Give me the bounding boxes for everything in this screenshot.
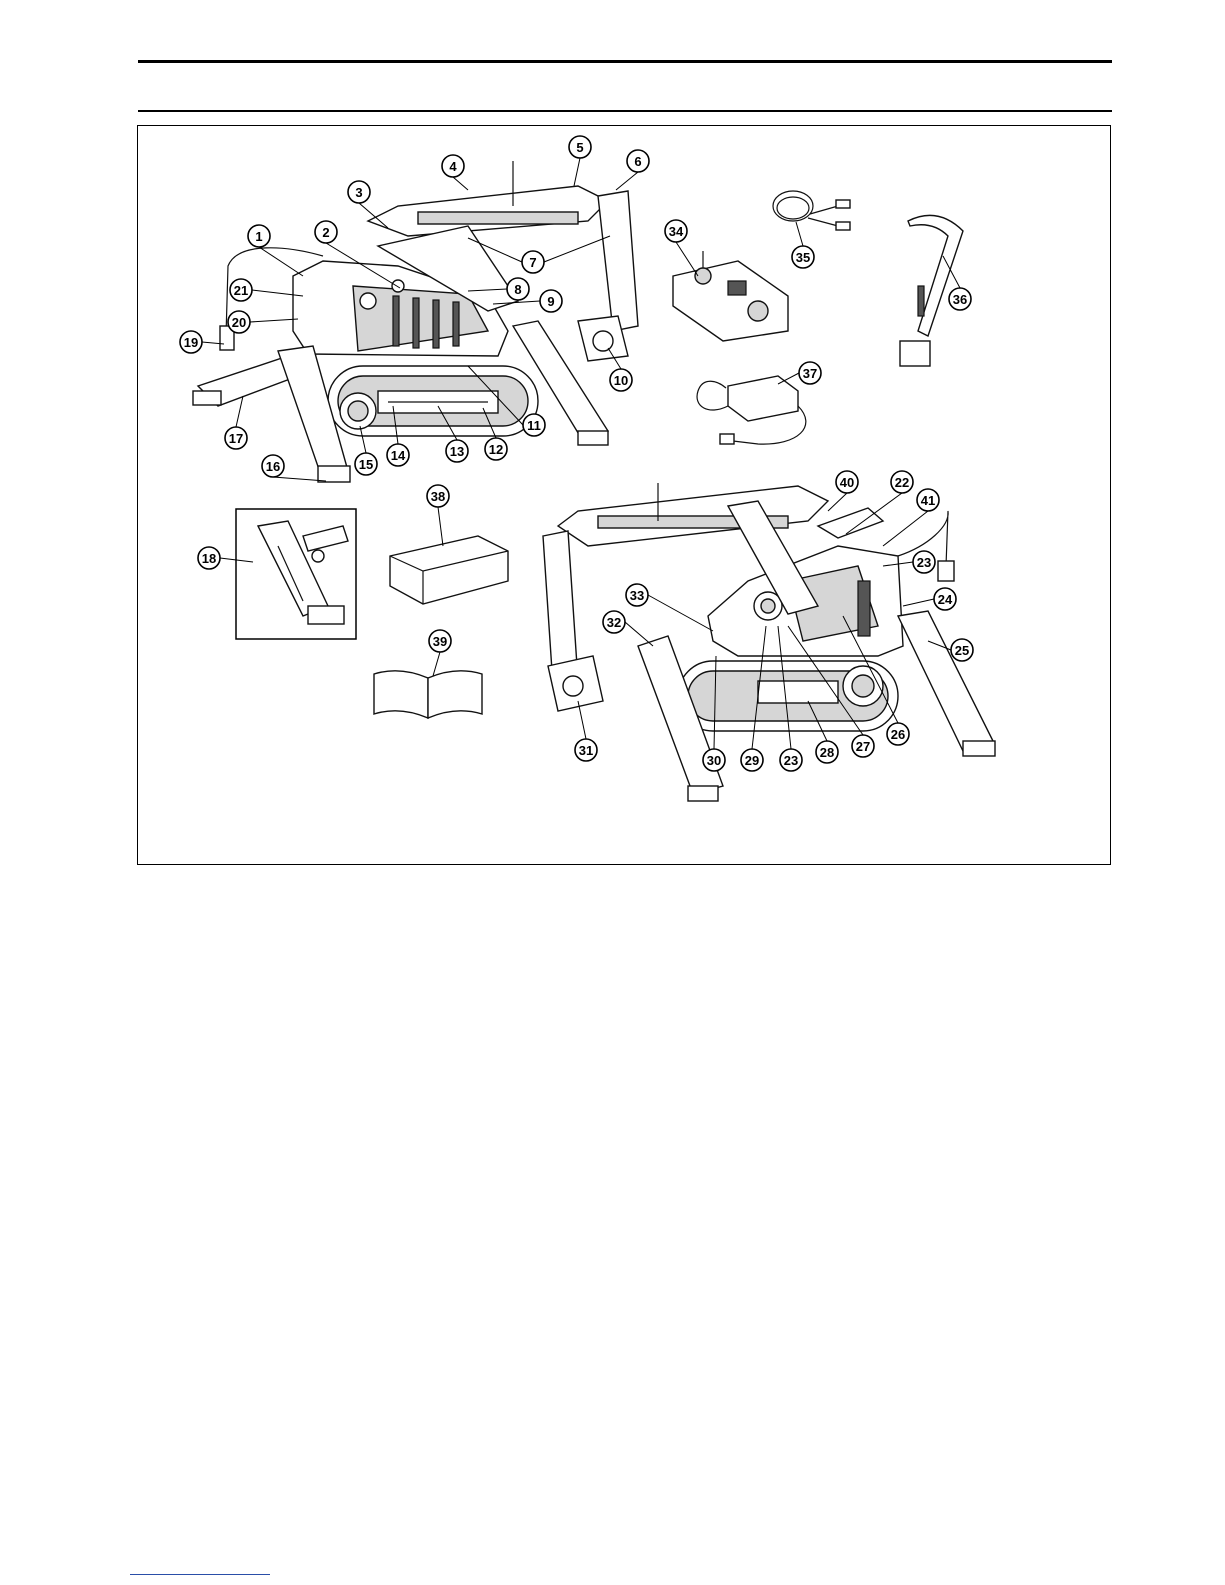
callout-number: 36 (953, 292, 967, 307)
callout-number: 10 (614, 373, 628, 388)
callout-4: 4 (442, 155, 464, 177)
callout-33: 33 (626, 584, 648, 606)
callout-number: 40 (840, 475, 854, 490)
callout-number: 16 (266, 459, 280, 474)
callout-number: 14 (391, 448, 406, 463)
callout-number: 7 (529, 255, 536, 270)
callout-41: 41 (917, 489, 939, 511)
callout-30: 30 (703, 749, 725, 771)
callout-40: 40 (836, 471, 858, 493)
callout-35: 35 (792, 246, 814, 268)
callout-number: 18 (202, 551, 216, 566)
callout-number: 6 (634, 154, 641, 169)
callout-number: 17 (229, 431, 243, 446)
callout-38: 38 (427, 485, 449, 507)
callout-number: 37 (803, 366, 817, 381)
callout-number: 12 (489, 442, 503, 457)
callout-number: 34 (669, 224, 684, 239)
callout-32: 32 (603, 611, 625, 633)
callout-number: 28 (820, 745, 834, 760)
callout-number: 20 (232, 315, 246, 330)
callout-2: 2 (315, 221, 337, 243)
machine-illustration: 1234567891011121314151617181920212223242… (138, 126, 1112, 866)
callout-number: 15 (359, 457, 373, 472)
callout-7: 7 (522, 251, 544, 273)
callout-34: 34 (665, 220, 687, 242)
callout-number: 8 (514, 282, 521, 297)
callout-3: 3 (348, 181, 370, 203)
callout-number: 39 (433, 634, 447, 649)
header-subrule (138, 110, 1112, 112)
callout-6: 6 (627, 150, 649, 172)
footer-link-underline (130, 1574, 270, 1575)
callout-number: 32 (607, 615, 621, 630)
callout-23b: 23 (780, 749, 802, 771)
callout-number: 31 (579, 743, 593, 758)
callout-number: 26 (891, 727, 905, 742)
cover-part (390, 536, 508, 604)
callout-20: 20 (228, 311, 250, 333)
callout-number: 19 (184, 335, 198, 350)
battery-charger (697, 376, 806, 444)
callout-number: 41 (921, 493, 935, 508)
callout-27: 27 (852, 735, 874, 757)
callout-number: 27 (856, 739, 870, 754)
callout-37: 37 (799, 362, 821, 384)
callout-31: 31 (575, 739, 597, 761)
callout-number: 4 (449, 159, 457, 174)
callout-number: 1 (255, 229, 262, 244)
callout-number: 24 (938, 592, 953, 607)
callout-number: 25 (955, 643, 969, 658)
callout-number: 3 (355, 185, 362, 200)
callout-39: 39 (429, 630, 451, 652)
callout-26: 26 (887, 723, 909, 745)
callout-29: 29 (741, 749, 763, 771)
callout-15: 15 (355, 453, 377, 475)
callout-number: 22 (895, 475, 909, 490)
callout-13: 13 (446, 440, 468, 462)
callout-number: 33 (630, 588, 644, 603)
callout-number: 9 (547, 294, 554, 309)
callout-1: 1 (248, 225, 270, 247)
callout-number: 30 (707, 753, 721, 768)
callout-9: 9 (540, 290, 562, 312)
callout-18: 18 (198, 547, 220, 569)
outrigger-detail-inset (236, 509, 356, 639)
callout-36: 36 (949, 288, 971, 310)
callout-14: 14 (387, 444, 409, 466)
manual-book-icon (374, 671, 482, 718)
machine-rear-view (543, 483, 995, 801)
callout-22: 22 (891, 471, 913, 493)
callout-8: 8 (507, 278, 529, 300)
callout-12: 12 (485, 438, 507, 460)
callout-number: 5 (576, 140, 583, 155)
callout-number: 38 (431, 489, 445, 504)
callout-24: 24 (934, 588, 956, 610)
callout-25: 25 (951, 639, 973, 661)
callout-17: 17 (225, 427, 247, 449)
callout-5: 5 (569, 136, 591, 158)
callout-10: 10 (610, 369, 632, 391)
callout-number: 13 (450, 444, 464, 459)
callout-number: 35 (796, 250, 810, 265)
callout-number: 29 (745, 753, 759, 768)
callout-number: 2 (322, 225, 329, 240)
callout-number: 23 (917, 555, 931, 570)
callout-16: 16 (262, 455, 284, 477)
callout-21: 21 (230, 279, 252, 301)
callout-28: 28 (816, 741, 838, 763)
data-cable (773, 191, 850, 230)
callout-23: 23 (913, 551, 935, 573)
callout-19: 19 (180, 331, 202, 353)
callout-number: 23 (784, 753, 798, 768)
callout-number: 11 (527, 418, 541, 433)
callout-number: 21 (234, 283, 248, 298)
callout-11: 11 (523, 414, 545, 436)
header-rule (138, 60, 1112, 63)
